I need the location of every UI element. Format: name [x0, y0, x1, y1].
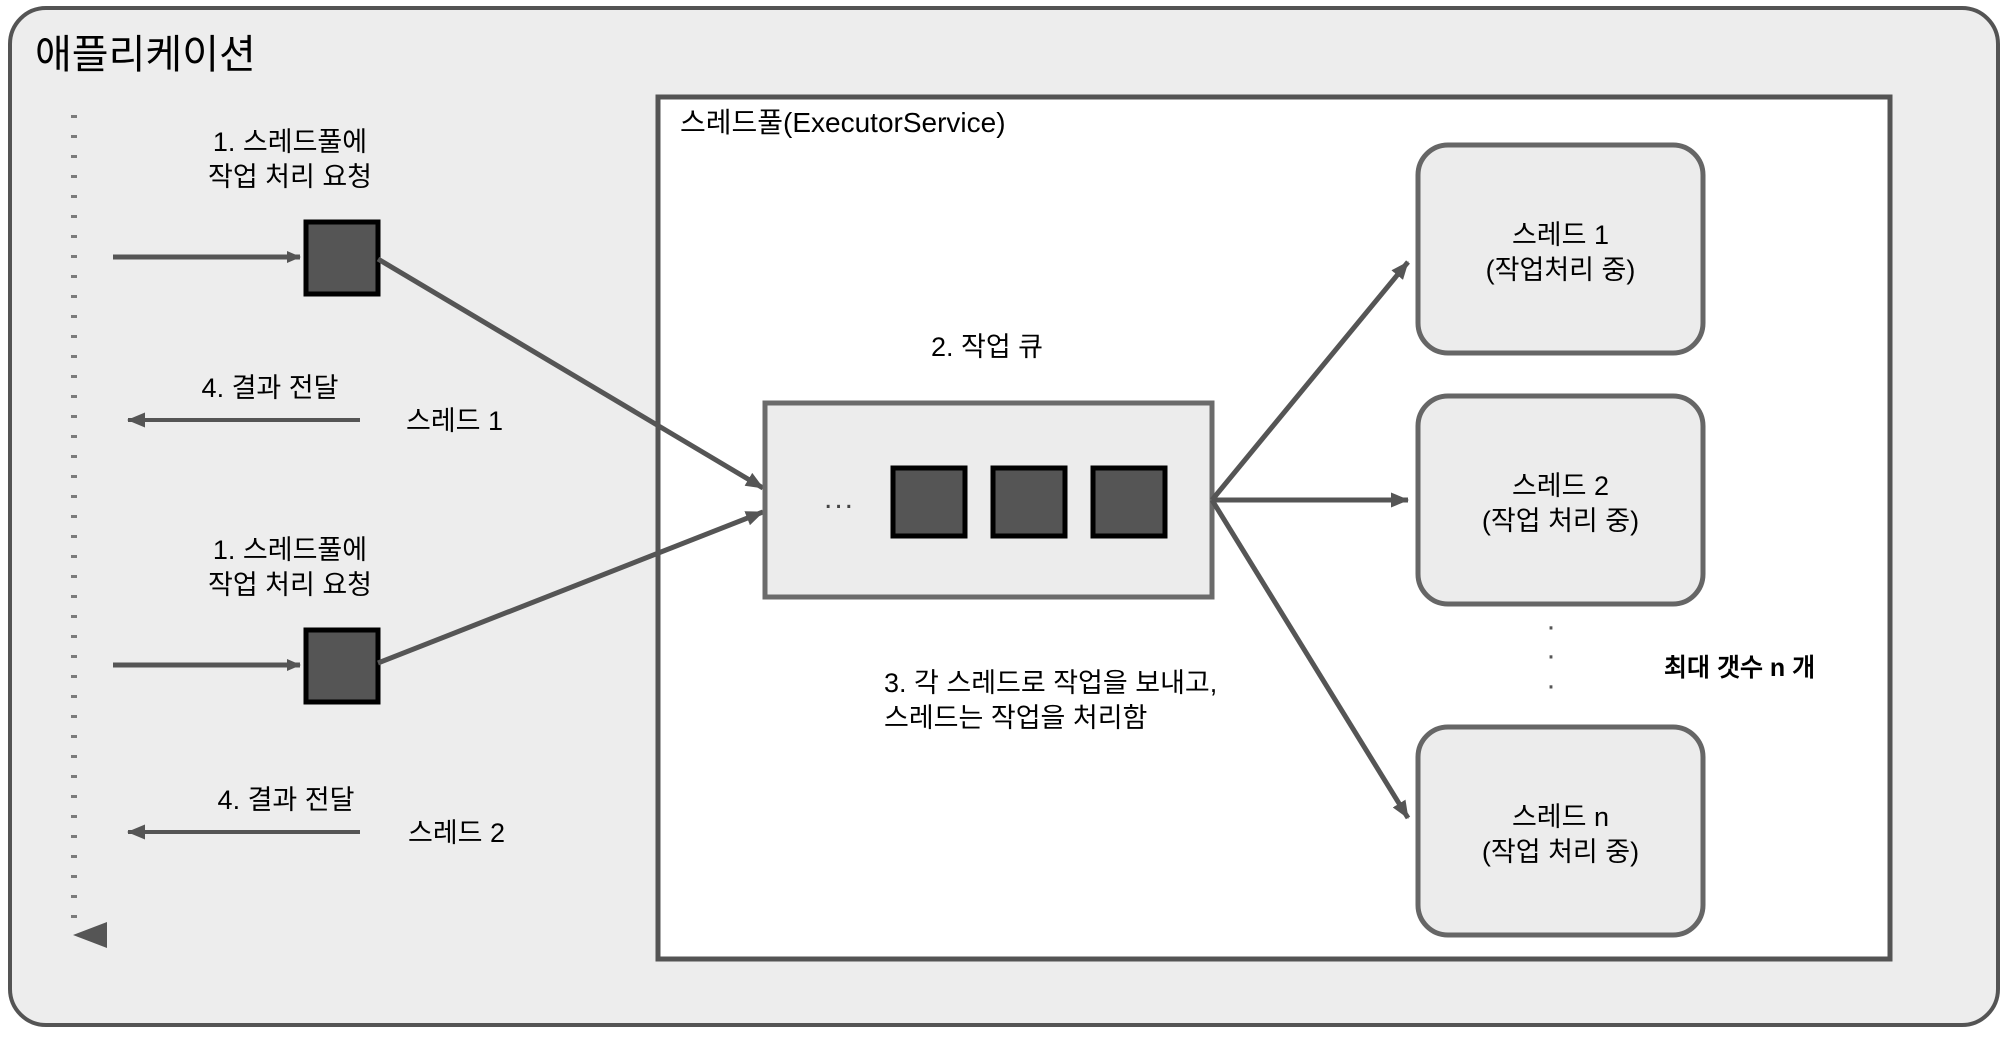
thread-box-n: [1415, 724, 1706, 938]
client-2-submit-arrow: [377, 509, 764, 666]
client-1-response-label: 4. 결과 전달: [201, 373, 339, 403]
thread-state-n: (작업 처리 중): [1481, 837, 1640, 868]
thread-label-1: 스레드 1 (작업처리 중): [1418, 218, 1703, 288]
client-2-task-block: [303, 627, 381, 705]
thread-state-2: (작업 처리 중): [1481, 506, 1640, 537]
dispatch-arrow-thread-n: [1209, 498, 1411, 820]
client-1-response-source: 스레드 1: [406, 406, 504, 436]
queue-overflow-ellipsis: ...: [824, 482, 856, 515]
queued-task-block: [1090, 465, 1168, 539]
client-1-request-label: 1. 스레드풀에 작업 처리 요청: [207, 127, 373, 192]
thread-label-n: 스레드 n (작업 처리 중): [1418, 800, 1703, 870]
thread-name-n: 스레드 n: [1511, 802, 1610, 832]
client-1-submit-arrow: [376, 256, 765, 491]
thread-name-1: 스레드 1: [1511, 220, 1610, 250]
task-queue-caption: 2. 작업 큐: [930, 332, 1044, 362]
dispatch-arrow-thread-1: [1210, 260, 1410, 502]
thread-box-1: [1415, 142, 1706, 356]
thread-state-1: (작업처리 중): [1485, 255, 1636, 286]
thread-pool-title: 스레드풀(ExecutorService): [680, 107, 1006, 138]
thread-capacity-note: 최대 갯수 n 개: [1664, 654, 1816, 682]
client-1-task-block: [303, 219, 381, 297]
thread-box-2: [1415, 393, 1706, 607]
client-2-request-label: 1. 스레드풀에 작업 처리 요청: [207, 535, 373, 600]
dispatch-note: 3. 각 스레드로 작업을 보내고, 스레드는 작업을 처리함: [884, 668, 1218, 734]
thread-label-2: 스레드 2 (작업 처리 중): [1418, 469, 1703, 539]
thread-list-ellipsis: · · ·: [1546, 610, 1556, 702]
queued-task-block: [990, 465, 1068, 539]
thread-name-2: 스레드 2: [1511, 471, 1610, 501]
application-title: 애플리케이션: [35, 33, 256, 77]
client-2-response-source: 스레드 2: [408, 818, 506, 848]
queued-task-block: [890, 465, 968, 539]
client-2-response-label: 4. 결과 전달: [217, 785, 355, 815]
